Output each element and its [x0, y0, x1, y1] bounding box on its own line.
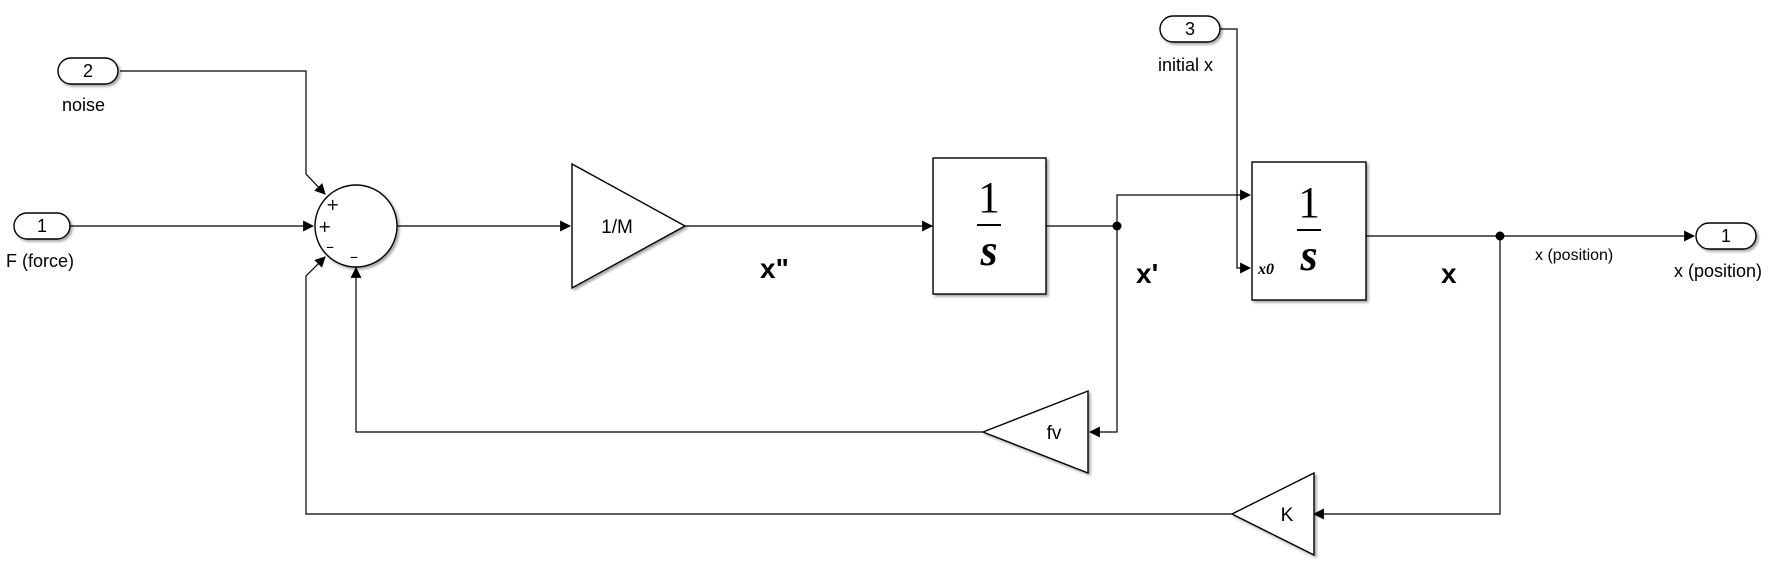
wire-initial-to-x0	[1220, 28, 1252, 274]
gain-k[interactable]: K	[1230, 471, 1315, 557]
integrator-1-denominator: s	[979, 226, 997, 275]
integrator-2-x0-port-label: x0	[1257, 261, 1274, 278]
signal-label-xd: x'	[1136, 258, 1158, 289]
inport-initial-number: 3	[1185, 19, 1195, 39]
integrator-2-denominator: s	[1299, 231, 1317, 280]
gain-fv[interactable]: fv	[981, 389, 1089, 475]
outport-position[interactable]: 1	[1695, 222, 1757, 250]
sum-sign-2: +	[318, 217, 331, 236]
inport-initial[interactable]: 3	[1159, 15, 1221, 43]
signal-label-x-position: x (position)	[1535, 247, 1613, 264]
integrator-1-numerator: 1	[978, 173, 1000, 222]
integrator-2-numerator: 1	[1298, 178, 1320, 227]
inport-force[interactable]: 1	[13, 212, 71, 240]
sum-block[interactable]: + + – –	[314, 184, 398, 268]
wire-x-to-k	[1312, 236, 1501, 520]
branch-point-x	[1495, 231, 1505, 241]
wire-noise-to-sum	[120, 70, 326, 195]
signal-label-x: x	[1441, 258, 1457, 289]
inport-noise[interactable]: 2	[57, 57, 119, 85]
integrator-1[interactable]: 1 s	[932, 157, 1047, 295]
outport-label: x (position)	[1674, 261, 1762, 281]
gain-fv-label: fv	[1047, 423, 1062, 444]
integrator-2[interactable]: 1 s x0	[1251, 161, 1367, 301]
inport-noise-number: 2	[83, 61, 93, 81]
wire-xd-to-integrator2	[1116, 189, 1252, 226]
outport-number: 1	[1721, 226, 1731, 246]
inport-force-label: F (force)	[6, 251, 74, 271]
gain-1-over-m[interactable]: 1/M	[571, 162, 687, 290]
inport-noise-label: noise	[62, 95, 105, 115]
wire-k-to-sum	[305, 256, 1232, 515]
gain-k-label: K	[1281, 505, 1294, 526]
signal-label-xdd: x"	[760, 253, 789, 284]
sum-sign-4: –	[350, 247, 358, 266]
inport-force-number: 1	[37, 216, 47, 236]
sum-sign-3: –	[326, 237, 334, 256]
gain-1-over-m-label: 1/M	[601, 217, 633, 238]
wire-xd-to-fv	[1088, 226, 1118, 438]
branch-point-xd	[1112, 221, 1122, 231]
wire-fv-to-sum	[350, 266, 983, 433]
sum-sign-1: +	[326, 195, 339, 214]
inport-initial-label: initial x	[1158, 55, 1213, 75]
